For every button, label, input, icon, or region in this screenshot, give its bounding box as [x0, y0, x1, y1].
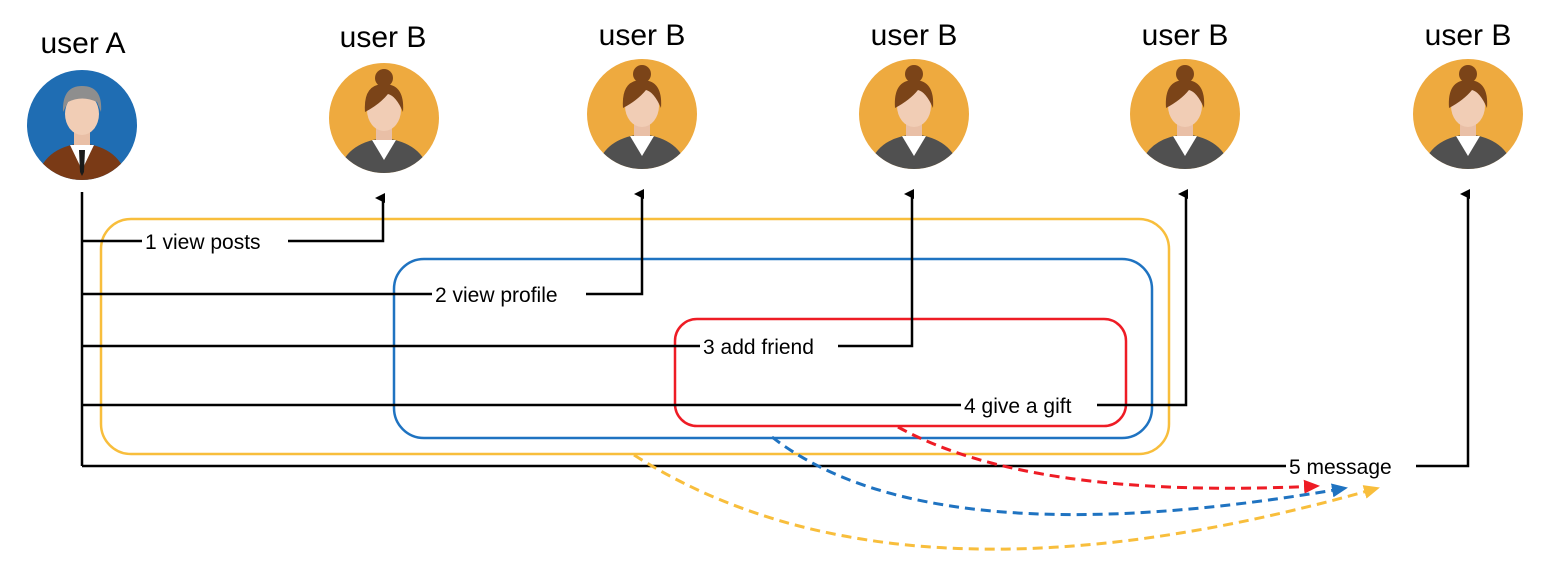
add-friend-connector — [82, 189, 914, 348]
male-avatar-icon — [27, 70, 137, 180]
female-avatar-icon — [587, 59, 697, 169]
user-b-label: user B — [1425, 19, 1512, 52]
view-profile-connector — [82, 189, 644, 296]
user-b-label: user B — [1142, 19, 1229, 52]
action-label-view-posts: 1 view posts — [145, 231, 261, 254]
action-label-view-profile: 2 view profile — [435, 284, 558, 307]
female-avatar-icon — [1413, 59, 1523, 169]
message-connector — [82, 189, 1470, 468]
user-a-label: user A — [40, 27, 125, 60]
yellow-group-box — [99, 217, 1171, 456]
action-label-message: 5 message — [1289, 456, 1392, 479]
action-label-add-friend: 3 add friend — [703, 336, 814, 359]
user-b-label: user B — [871, 19, 958, 52]
red-group-box — [673, 317, 1128, 428]
give-gift-connector — [82, 189, 1188, 407]
red-conversion-arrow — [897, 425, 1320, 494]
user-b-label: user B — [340, 21, 427, 54]
action-label-give-gift: 4 give a gift — [964, 395, 1072, 418]
female-avatar-icon — [329, 63, 439, 173]
female-avatar-icon — [1130, 59, 1240, 169]
user-b-label: user B — [599, 19, 686, 52]
female-avatar-icon — [859, 59, 969, 169]
yellow-conversion-arrow — [633, 453, 1380, 551]
